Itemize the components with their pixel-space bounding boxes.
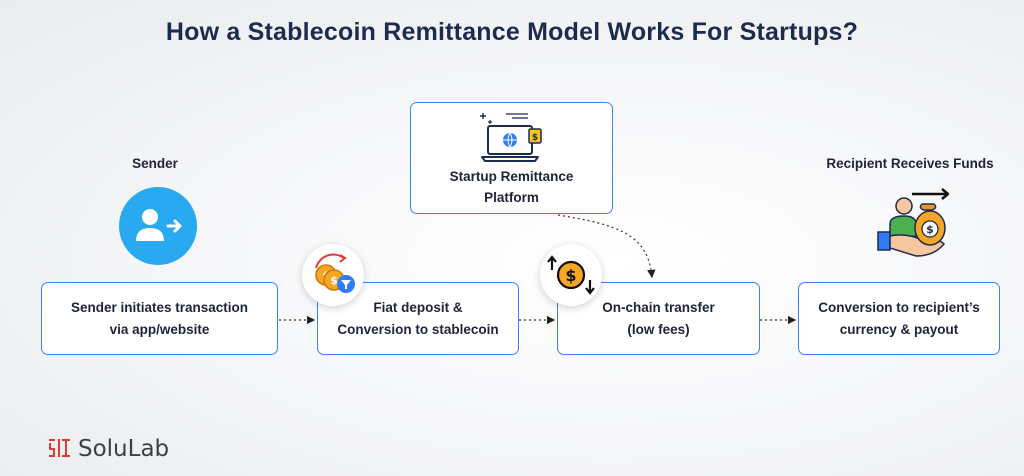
recipient-money-bag-icon: $	[868, 186, 960, 262]
laptop-globe-icon: $	[478, 110, 548, 166]
svg-text:$: $	[330, 274, 338, 287]
step-conversion-payout: Conversion to recipient’s currency & pay…	[798, 282, 1000, 355]
step-sender-initiates: Sender initiates transaction via app/web…	[41, 282, 278, 355]
svg-text:$: $	[565, 266, 576, 285]
brand-name: SoluLab	[78, 436, 170, 462]
recipient-label: Recipient Receives Funds	[826, 156, 994, 171]
dollar-exchange-icon: $	[540, 244, 602, 306]
step-3-line1: On-chain transfer	[602, 299, 715, 315]
step-1-line2: via app/website	[109, 321, 210, 337]
solulab-logo-icon	[49, 439, 70, 457]
step-4-line1: Conversion to recipient’s	[818, 299, 980, 315]
step-2-line2: Conversion to stablecoin	[337, 321, 499, 337]
page-title: How a Stablecoin Remittance Model Works …	[165, 18, 859, 46]
svg-text:$: $	[926, 223, 934, 236]
step-4-line2: currency & payout	[839, 321, 959, 337]
step-3-line2: (low fees)	[627, 321, 690, 337]
coin-convert-icon: $ $	[302, 244, 364, 306]
sender-label: Sender	[132, 156, 178, 171]
step-1-line1: Sender initiates transaction	[70, 299, 249, 315]
platform-line2: Platform	[484, 190, 539, 206]
user-send-icon	[118, 186, 198, 266]
platform-line1: Startup Remittance	[449, 168, 574, 184]
brand-logo: SoluLab	[48, 436, 169, 462]
step-2-line1: Fiat deposit &	[373, 299, 463, 315]
connector-platform-step3	[557, 214, 656, 279]
svg-text:$: $	[532, 133, 538, 143]
